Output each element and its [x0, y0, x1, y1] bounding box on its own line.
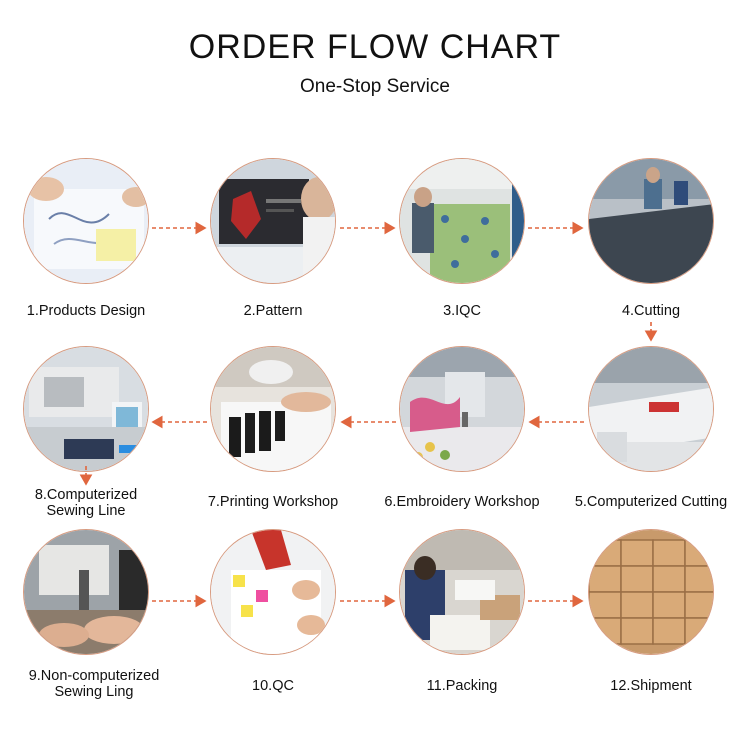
page-subtitle: One-Stop Service	[300, 76, 450, 97]
computerized-sewing-photo	[23, 346, 149, 472]
step-label: 3.IQC	[443, 303, 481, 319]
quality-check-photo	[210, 529, 336, 655]
step-label: 7.Printing Workshop	[207, 494, 339, 510]
fabric-inspection-photo	[399, 158, 525, 284]
design-sketch-photo	[23, 158, 149, 284]
embroidery-machine-photo	[399, 346, 525, 472]
step-label: 11.Packing	[426, 678, 498, 694]
packing-photo	[399, 529, 525, 655]
step-label: 2.Pattern	[243, 303, 303, 319]
step-label: 12.Shipment	[610, 678, 692, 694]
step-label: 1.Products Design	[26, 303, 146, 319]
step-label: 5.Computerized Cutting	[574, 494, 728, 510]
step-label: 6.Embroidery Workshop	[384, 494, 540, 510]
manual-sewing-photo	[23, 529, 149, 655]
step-label: 9.Non-computerized Sewing Ling	[28, 668, 160, 700]
step-label: 10.QC	[252, 678, 294, 694]
step-label: 4.Cutting	[621, 303, 681, 319]
printing-photo	[210, 346, 336, 472]
step-label: 8.Computerized Sewing Line	[34, 487, 138, 519]
page-title: ORDER FLOW CHART	[188, 28, 562, 66]
